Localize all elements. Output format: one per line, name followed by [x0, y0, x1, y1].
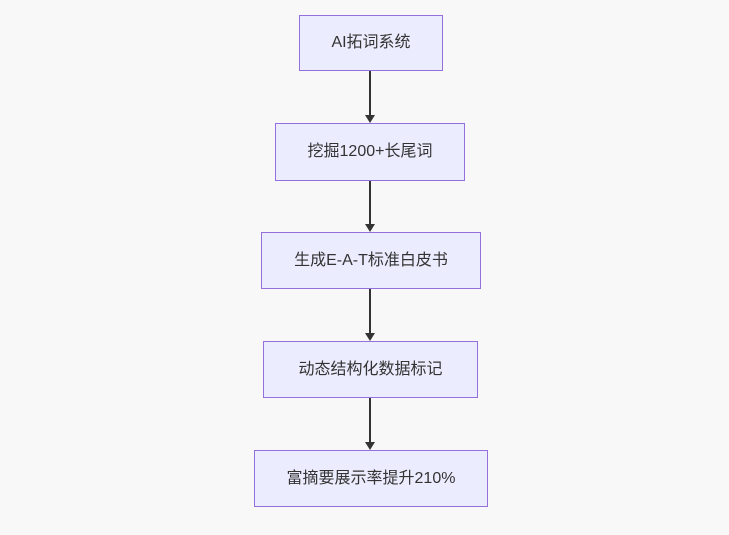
flowchart-node-eat-whitepaper: 生成E-A-T标准白皮书 — [261, 232, 481, 289]
node-label: 挖掘1200+长尾词 — [307, 143, 433, 161]
flowchart-node-structured-data: 动态结构化数据标记 — [263, 341, 478, 398]
node-label: 富摘要展示率提升210% — [286, 469, 456, 487]
node-label: 生成E-A-T标准白皮书 — [294, 251, 448, 269]
edge-line — [369, 289, 371, 333]
arrowhead-down-icon — [365, 224, 375, 232]
flowchart-node-longtail-keywords: 挖掘1200+长尾词 — [275, 123, 465, 181]
arrowhead-down-icon — [365, 333, 375, 341]
edge-line — [369, 181, 371, 224]
edge-line — [369, 398, 371, 442]
edge-line — [369, 71, 371, 115]
arrowhead-down-icon — [365, 442, 375, 450]
node-label: AI拓词系统 — [331, 34, 411, 52]
flowchart-node-ai-word-system: AI拓词系统 — [299, 15, 443, 71]
flowchart-node-rich-snippet-rate: 富摘要展示率提升210% — [254, 450, 488, 507]
arrowhead-down-icon — [365, 115, 375, 123]
node-label: 动态结构化数据标记 — [298, 360, 443, 378]
